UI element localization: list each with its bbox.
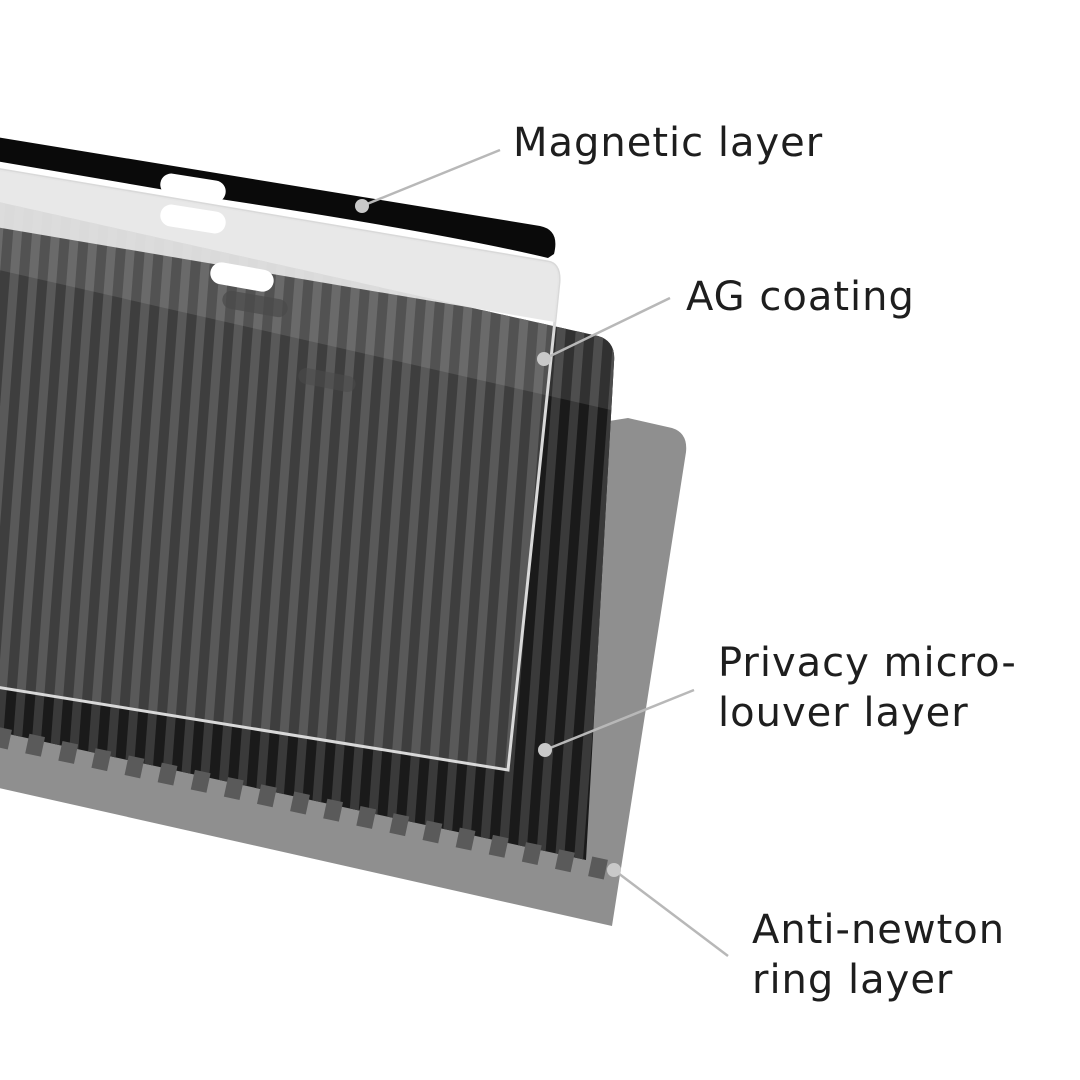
magnetic-slot bbox=[160, 173, 226, 203]
louver-stripe bbox=[153, 200, 216, 860]
louver-stripe bbox=[552, 200, 615, 860]
louver-tooth bbox=[554, 849, 575, 873]
louver-stripe bbox=[324, 200, 387, 860]
louver-stripe bbox=[419, 200, 482, 860]
louver-stripes bbox=[0, 200, 615, 860]
louver-stripe bbox=[58, 200, 121, 860]
louver-stripe bbox=[286, 200, 349, 860]
leader-anti-newton bbox=[613, 869, 729, 957]
louver-stripe bbox=[229, 200, 292, 860]
louver-tooth bbox=[223, 777, 244, 801]
louver-tooth bbox=[455, 827, 476, 851]
louver-stripe bbox=[267, 200, 330, 860]
louver-stripe bbox=[77, 200, 140, 860]
louver-stripe bbox=[476, 200, 539, 860]
louver-top-sheen bbox=[0, 202, 615, 410]
louver-stripe bbox=[571, 200, 615, 860]
leader-ag bbox=[543, 296, 671, 361]
leader-dot-anti-newton bbox=[607, 863, 621, 877]
louver-stripe bbox=[134, 200, 197, 860]
louver-tooth bbox=[256, 784, 277, 808]
louver-stripe bbox=[305, 200, 368, 860]
louver-tooth bbox=[58, 740, 79, 764]
louver-bottom-teeth bbox=[0, 726, 608, 880]
ag-slot-shadow-2 bbox=[298, 367, 356, 393]
louver-stripe bbox=[210, 200, 273, 860]
leader-magnetic bbox=[361, 148, 501, 208]
louver-tooth bbox=[488, 834, 509, 858]
leader-dot-magnetic bbox=[355, 199, 369, 213]
louver-stripe bbox=[96, 200, 159, 860]
louver-tooth bbox=[190, 769, 211, 793]
label-privacy-louver-layer: Privacy micro- louver layer bbox=[718, 638, 1017, 738]
louver-tooth bbox=[290, 791, 310, 815]
louver-tooth bbox=[0, 726, 12, 750]
louver-stripe bbox=[1, 200, 64, 860]
ag-coating-top-band bbox=[0, 169, 560, 322]
louver-stripe bbox=[343, 200, 406, 860]
louver-stripe bbox=[20, 200, 83, 860]
louver-tooth bbox=[389, 813, 410, 837]
louver-stripe bbox=[0, 200, 45, 860]
louver-stripe bbox=[248, 200, 311, 860]
louver-stripe bbox=[39, 200, 102, 860]
label-magnetic-text: Magnetic layer bbox=[513, 120, 824, 166]
louver-tooth bbox=[588, 856, 608, 880]
louver-tooth bbox=[356, 805, 377, 829]
louver-tooth bbox=[323, 798, 344, 822]
leader-dots bbox=[355, 199, 621, 877]
louver-stripe bbox=[362, 200, 425, 860]
leader-privacy bbox=[544, 688, 695, 752]
privacy-micro-louver-layer bbox=[0, 200, 615, 860]
leader-dot-ag bbox=[537, 352, 551, 366]
label-magnetic-layer: Magnetic layer bbox=[513, 118, 823, 168]
label-ag-text: AG coating bbox=[686, 274, 915, 320]
label-privacy-line1: Privacy micro- bbox=[718, 640, 1017, 686]
louver-stripe bbox=[115, 200, 178, 860]
louver-tooth bbox=[25, 733, 46, 757]
louver-stripe bbox=[438, 200, 501, 860]
ag-slot-2 bbox=[210, 262, 274, 292]
louver-tooth bbox=[422, 820, 443, 844]
label-anti-newton-line1: Anti-newton bbox=[752, 907, 1006, 953]
louver-tooth bbox=[157, 762, 178, 786]
leader-lines bbox=[361, 148, 729, 957]
louver-tooth bbox=[521, 842, 542, 866]
louver-stripe bbox=[0, 200, 26, 860]
ag-slot-shadow bbox=[222, 290, 288, 318]
louver-stripe bbox=[514, 200, 577, 860]
louver-stripe bbox=[381, 200, 444, 860]
louver-stripe bbox=[533, 200, 596, 860]
ag-slot-1 bbox=[160, 204, 226, 234]
louver-stripe bbox=[172, 200, 235, 860]
louver-stripe bbox=[457, 200, 520, 860]
label-anti-newton-line2: ring layer bbox=[752, 957, 954, 1003]
louver-stripe bbox=[400, 200, 463, 860]
leader-dot-privacy bbox=[538, 743, 552, 757]
label-anti-newton-ring-layer: Anti-newton ring layer bbox=[752, 905, 1005, 1005]
louver-tooth bbox=[124, 755, 145, 779]
louver-tooth bbox=[91, 748, 112, 772]
label-privacy-line2: louver layer bbox=[718, 690, 969, 736]
magnetic-layer bbox=[0, 137, 556, 258]
label-ag-coating: AG coating bbox=[686, 272, 915, 322]
